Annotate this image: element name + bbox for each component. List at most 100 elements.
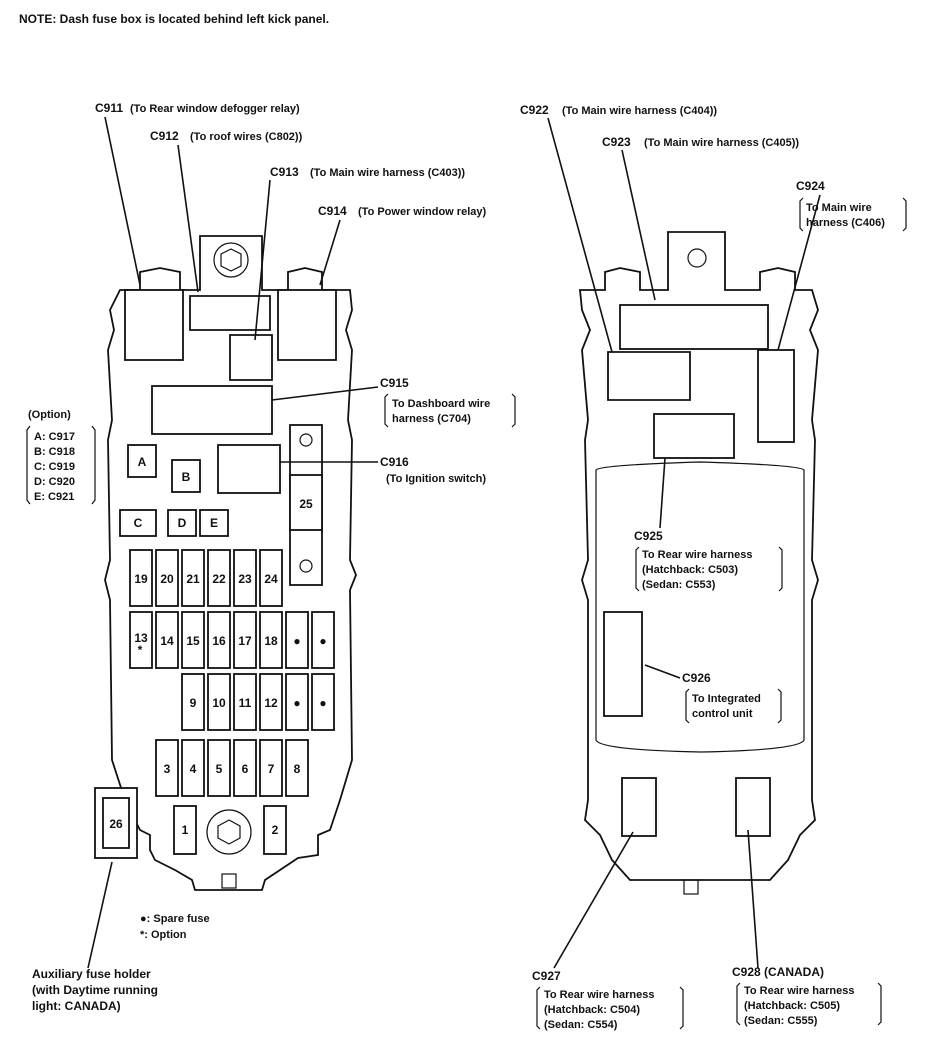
fuse-row-2: 13 * 14 15 16 17 18 ● ● bbox=[129, 611, 335, 669]
svg-text:C911: C911 bbox=[95, 101, 123, 115]
callout-c915: C915 To Dashboard wire harness (C704) bbox=[380, 376, 516, 428]
fuse-12: 12 bbox=[264, 696, 278, 710]
fuse-2: 2 bbox=[272, 823, 279, 837]
svg-text:(Hatchback: C503): (Hatchback: C503) bbox=[642, 564, 738, 576]
callout-c913: C913 (To Main wire harness (C403)) bbox=[270, 165, 465, 179]
svg-text:C926: C926 bbox=[682, 671, 711, 685]
svg-text:(Hatchback: C504): (Hatchback: C504) bbox=[544, 1004, 640, 1016]
svg-text:To Integrated: To Integrated bbox=[692, 693, 761, 705]
svg-text:(To Main wire harness (C403)): (To Main wire harness (C403)) bbox=[310, 167, 465, 179]
svg-text:harness (C704): harness (C704) bbox=[392, 413, 471, 425]
connector-B: B bbox=[171, 459, 201, 493]
fuse-3: 3 bbox=[164, 762, 171, 776]
svg-text:(To Rear window defogger relay: (To Rear window defogger relay) bbox=[130, 103, 300, 115]
fuse-10: 10 bbox=[212, 696, 226, 710]
fuse-15: 15 bbox=[186, 634, 200, 648]
option-list: (Option) A: C917 B: C918 C: C919 D: C920… bbox=[26, 409, 96, 505]
spare-fuse: ● bbox=[319, 634, 326, 648]
svg-text:To Rear wire harness: To Rear wire harness bbox=[744, 985, 854, 997]
svg-text:harness (C406): harness (C406) bbox=[806, 217, 885, 229]
svg-text:(To Power window relay): (To Power window relay) bbox=[358, 206, 486, 218]
callout-c911: C911 (To Rear window defogger relay) bbox=[95, 101, 300, 115]
fuse-8: 8 bbox=[294, 762, 301, 776]
fuse-6: 6 bbox=[242, 762, 249, 776]
svg-text:C923: C923 bbox=[602, 135, 631, 149]
svg-text:(Sedan: C555): (Sedan: C555) bbox=[744, 1015, 818, 1027]
connector-D: D bbox=[167, 509, 197, 537]
fuse-9: 9 bbox=[190, 696, 197, 710]
svg-text:B: C918: B: C918 bbox=[34, 446, 75, 458]
aux-fuse-holder-label: Auxiliary fuse holder (with Daytime runn… bbox=[32, 967, 158, 1013]
fuse-25: 25 bbox=[299, 497, 313, 511]
legend: ●: Spare fuse *: Option bbox=[140, 913, 210, 941]
option-mark: * bbox=[138, 643, 143, 657]
svg-text:(with Daytime running: (with Daytime running bbox=[32, 983, 158, 997]
svg-text:●: Spare fuse: ●: Spare fuse bbox=[140, 913, 210, 925]
fuse-1: 1 bbox=[182, 823, 189, 837]
fuse-18: 18 bbox=[264, 634, 278, 648]
fuse-19: 19 bbox=[134, 572, 148, 586]
svg-text:C927: C927 bbox=[532, 969, 561, 983]
svg-text:C: C bbox=[134, 516, 143, 530]
svg-text:(Option): (Option) bbox=[28, 409, 71, 421]
callout-c925: C925 To Rear wire harness (Hatchback: C5… bbox=[634, 529, 783, 592]
svg-text:C916: C916 bbox=[380, 455, 409, 469]
spare-fuse: ● bbox=[293, 634, 300, 648]
svg-text:D: C920: D: C920 bbox=[34, 476, 75, 488]
spare-fuse: ● bbox=[319, 696, 326, 710]
callout-c916: C916 (To Ignition switch) bbox=[380, 455, 486, 485]
svg-text:(Sedan: C553): (Sedan: C553) bbox=[642, 579, 716, 591]
svg-text:(To Main wire harness (C405)): (To Main wire harness (C405)) bbox=[644, 137, 799, 149]
fuse-5: 5 bbox=[216, 762, 223, 776]
connector-E: E bbox=[199, 509, 229, 537]
svg-text:E: C921: E: C921 bbox=[34, 491, 74, 503]
callout-c914: C914 (To Power window relay) bbox=[318, 204, 486, 218]
fuse-row-4: 3 4 5 6 7 8 bbox=[155, 739, 309, 797]
fuse-22: 22 bbox=[212, 572, 226, 586]
spare-fuse: ● bbox=[293, 696, 300, 710]
left-fuse-box: A B C D E 25 19 20 21 22 bbox=[94, 235, 357, 891]
fuse-16: 16 bbox=[212, 634, 226, 648]
svg-text:C928 (CANADA): C928 (CANADA) bbox=[732, 965, 824, 979]
svg-text:light: CANADA): light: CANADA) bbox=[32, 999, 121, 1013]
fuse-24: 24 bbox=[264, 572, 278, 586]
svg-text:To Rear wire harness: To Rear wire harness bbox=[642, 549, 752, 561]
svg-text:To Rear wire harness: To Rear wire harness bbox=[544, 989, 654, 1001]
svg-text:E: E bbox=[210, 516, 218, 530]
svg-text:Auxiliary fuse holder: Auxiliary fuse holder bbox=[32, 967, 151, 981]
callout-c923: C923 (To Main wire harness (C405)) bbox=[602, 135, 799, 149]
svg-text:C: C919: C: C919 bbox=[34, 461, 75, 473]
svg-text:C922: C922 bbox=[520, 103, 549, 117]
svg-text:(To Main wire harness (C404)): (To Main wire harness (C404)) bbox=[562, 105, 717, 117]
callout-c924: C924 To Main wire harness (C406) bbox=[796, 179, 907, 232]
svg-text:D: D bbox=[178, 516, 187, 530]
fuse-row-1: 19 20 21 22 23 24 bbox=[129, 549, 283, 607]
svg-text:*: Option: *: Option bbox=[140, 929, 187, 941]
fuse-4: 4 bbox=[190, 762, 197, 776]
svg-text:To Dashboard wire: To Dashboard wire bbox=[392, 398, 490, 410]
svg-text:(Sedan: C554): (Sedan: C554) bbox=[544, 1019, 618, 1031]
connector-A: A bbox=[127, 444, 157, 478]
fuse-7: 7 bbox=[268, 762, 275, 776]
callout-c912: C912 (To roof wires (C802)) bbox=[150, 129, 303, 143]
svg-text:B: B bbox=[182, 470, 191, 484]
callout-c926: C926 To Integrated control unit bbox=[682, 671, 782, 724]
svg-text:C914: C914 bbox=[318, 204, 347, 218]
fuse-23: 23 bbox=[238, 572, 252, 586]
fuse-11: 11 bbox=[239, 696, 252, 710]
svg-text:C912: C912 bbox=[150, 129, 179, 143]
svg-text:C913: C913 bbox=[270, 165, 299, 179]
note-text: NOTE: Dash fuse box is located behind le… bbox=[19, 12, 329, 26]
connector-C: C bbox=[119, 509, 157, 537]
fuse-13: 13 bbox=[134, 631, 148, 645]
fuse-14: 14 bbox=[160, 634, 174, 648]
callout-c928: C928 (CANADA) To Rear wire harness (Hatc… bbox=[732, 965, 882, 1027]
fuse-row-3: 9 10 11 12 ● ● bbox=[181, 673, 335, 731]
svg-text:A: C917: A: C917 bbox=[34, 431, 75, 443]
svg-text:A: A bbox=[138, 455, 147, 469]
svg-text:C915: C915 bbox=[380, 376, 409, 390]
right-fuse-box bbox=[579, 231, 819, 895]
svg-text:control unit: control unit bbox=[692, 708, 753, 720]
svg-text:(Hatchback: C505): (Hatchback: C505) bbox=[744, 1000, 840, 1012]
